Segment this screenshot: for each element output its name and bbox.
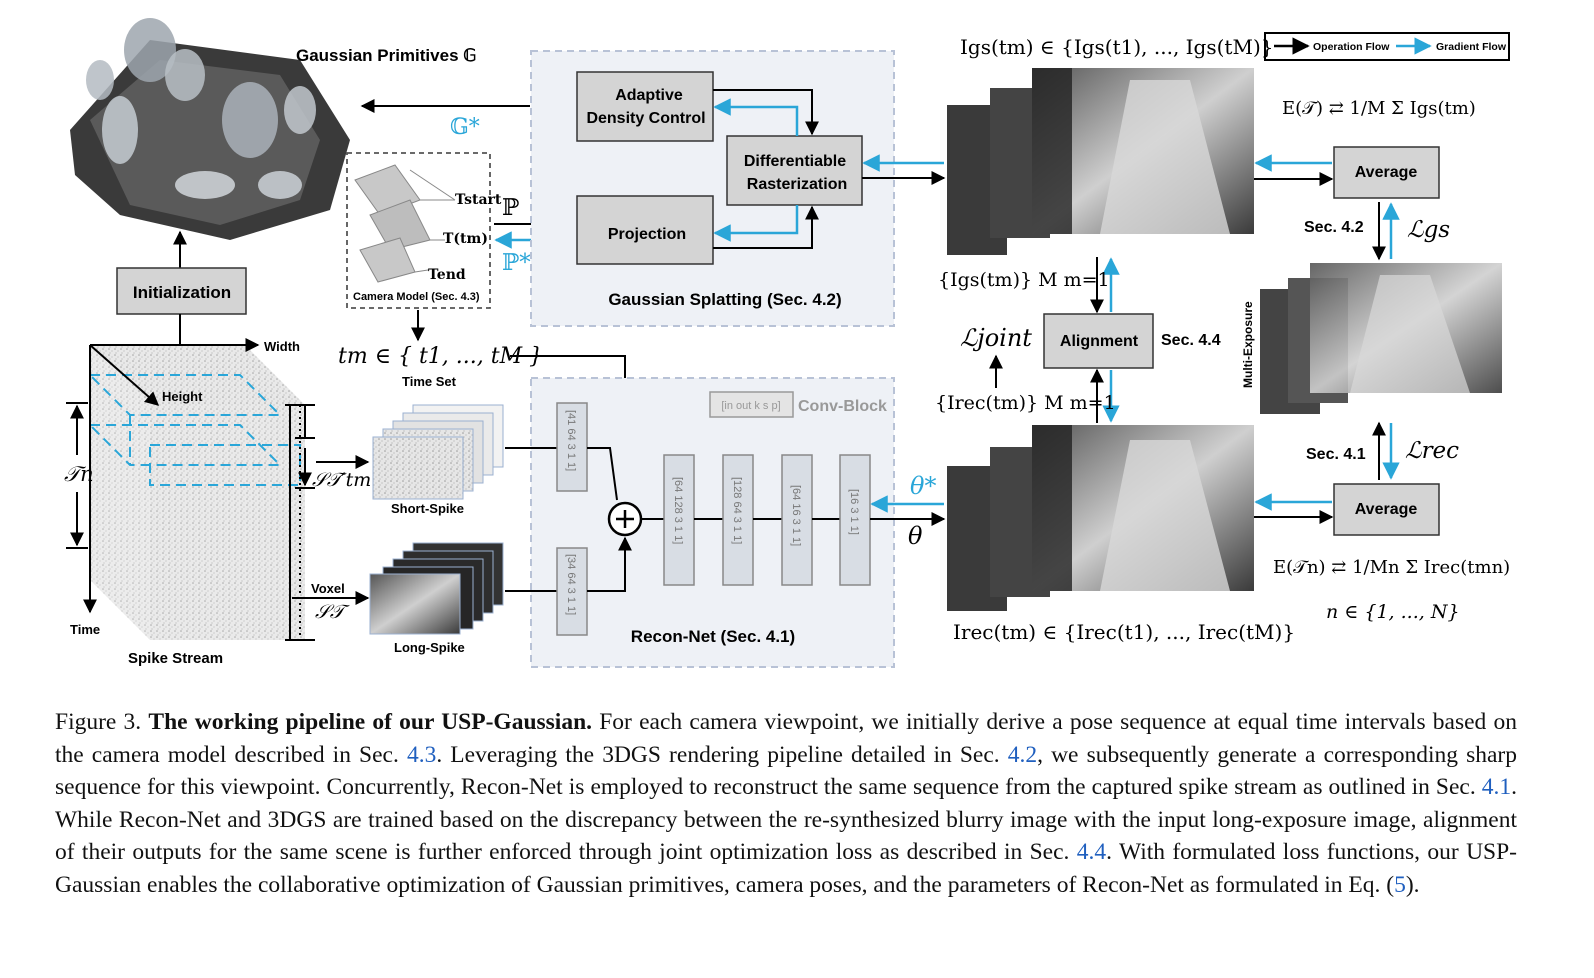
caption-text-1: For each camera viewpoint, we initially … bbox=[55, 709, 1518, 768]
l-joint-label: ℒjoint bbox=[960, 324, 1032, 352]
average-bottom-label: Average bbox=[1355, 501, 1418, 518]
camera-model-box bbox=[346, 152, 491, 309]
multi-exposure-label: Multi-Exposure bbox=[1241, 301, 1255, 388]
conv-block-4-label: [16 3 1 1] bbox=[848, 489, 860, 535]
g-star-label: 𝔾* bbox=[450, 115, 480, 140]
rec-image-stack bbox=[947, 425, 1254, 611]
caption-ref-sec-4-3[interactable]: 4.3 bbox=[406, 741, 437, 768]
theta-label: θ bbox=[908, 522, 923, 550]
caption-text-4: . While Recon-Net and 3DGS are trained b… bbox=[55, 774, 1517, 865]
sec41-label: Sec. 4.1 bbox=[1306, 446, 1366, 463]
igs-sequence: Igs(tm) ∈ {Igs(t1), ..., Igs(tM)} bbox=[960, 35, 1273, 59]
adaptive-line-1: Adaptive bbox=[615, 87, 683, 104]
caption-text-6: ). bbox=[1405, 871, 1420, 898]
n-range-label: n ∈ {1, ..., N} bbox=[1326, 601, 1460, 623]
caption-title: The working pipeline of our USP-Gaussian… bbox=[148, 709, 593, 735]
width-label: Width bbox=[264, 339, 300, 354]
l-gs-label: ℒgs bbox=[1407, 217, 1450, 243]
caption-ref-sec-4-2[interactable]: 4.2 bbox=[1007, 741, 1038, 768]
differentiable-rasterization-block bbox=[726, 135, 863, 206]
p-label: ℙ bbox=[502, 195, 519, 221]
camera-model-caption: Camera Model (Sec. 4.3) bbox=[353, 291, 480, 303]
projection-label: Projection bbox=[608, 226, 686, 243]
time-set-label: Time Set bbox=[402, 374, 457, 389]
conv-legend-box bbox=[709, 391, 794, 418]
short-spike-stack bbox=[372, 404, 504, 500]
p-star-label: ℙ* bbox=[502, 250, 531, 276]
sec44-label: Sec. 4.4 bbox=[1161, 332, 1221, 349]
caption-text-5: . With formulated loss functions, our US… bbox=[55, 839, 1518, 898]
t-m-label: T(tm) bbox=[443, 231, 488, 247]
legend-gradient-flow: Gradient Flow bbox=[1436, 41, 1507, 53]
spike-stream-cube bbox=[87, 345, 305, 640]
s-tau-label: 𝒮𝒯 bbox=[315, 601, 350, 623]
legend: Operation Flow Gradient Flow bbox=[1264, 32, 1510, 61]
average-top-label: Average bbox=[1355, 164, 1418, 181]
conv-block-2 bbox=[722, 454, 754, 586]
caption-text-2: . Leveraging the 3DGS rendering pipeline… bbox=[436, 741, 1000, 768]
caption-ref-sec-4-1[interactable]: 4.1 bbox=[1481, 774, 1512, 800]
adaptive-line-2: Density Control bbox=[586, 110, 705, 127]
time-set-expression: tm ∈ { t1, ..., tM } bbox=[338, 344, 543, 369]
camera-pose-frustums bbox=[354, 164, 456, 283]
gaussian-primitives-label: Gaussian Primitives 𝔾 bbox=[296, 46, 476, 65]
time-label: Time bbox=[70, 622, 100, 637]
conv-block-4 bbox=[839, 454, 871, 586]
figure-caption: Figure 3. The working pipeline of our US… bbox=[55, 706, 1517, 901]
conv-block-2-label: [128 64 3 1 1] bbox=[731, 477, 743, 544]
legend-operation-flow: Operation Flow bbox=[1313, 41, 1390, 53]
conv-legend-label: [in out k s p] bbox=[721, 400, 780, 412]
alignment-label: Alignment bbox=[1060, 333, 1139, 350]
gs-image-stack bbox=[947, 68, 1254, 255]
igs-set-label: {Igs(tm)} M m=1 bbox=[938, 269, 1110, 291]
t-start-label: Tstart bbox=[455, 192, 502, 208]
spike-stream-label: Spike Stream bbox=[128, 650, 223, 667]
s-short-label: 𝒮𝒯′tm bbox=[312, 469, 371, 491]
conv-block-3 bbox=[781, 454, 813, 586]
conv-in-long bbox=[556, 547, 588, 636]
conv-block-1 bbox=[663, 454, 695, 586]
caption-text-3: , we subsequently generate a correspondi… bbox=[55, 741, 1517, 801]
gaussian-scene-image bbox=[70, 18, 350, 240]
t-end-label: Tend bbox=[428, 267, 466, 283]
caption-ref-eq-5[interactable]: 5 bbox=[1394, 871, 1406, 898]
conv-in-short-label: [41 64 3 1 1] bbox=[565, 410, 577, 471]
short-spike-label: Short-Spike bbox=[391, 501, 464, 516]
irec-sequence: Irec(tm) ∈ {Irec(t1), ..., Irec(tM)} bbox=[953, 620, 1295, 644]
height-label: Height bbox=[162, 389, 203, 404]
initialization-block bbox=[116, 267, 247, 315]
sec42-label: Sec. 4.2 bbox=[1304, 219, 1364, 236]
rasterization-line-2: Rasterization bbox=[747, 176, 847, 193]
e-tau-n-formula: E(𝒯n) ⇄ 1/Mn Σ Irec(tmn) bbox=[1273, 557, 1510, 578]
tau-n-label: 𝒯n bbox=[64, 462, 94, 486]
caption-ref-sec-4-4[interactable]: 4.4 bbox=[1076, 839, 1107, 865]
e-tau-formula: E(𝒯) ⇄ 1/M Σ Igs(tm) bbox=[1282, 98, 1476, 119]
caption-label: Figure 3. bbox=[55, 709, 142, 735]
gaussian-splatting-title: Gaussian Splatting (Sec. 4.2) bbox=[608, 290, 841, 309]
recon-net-title: Recon-Net (Sec. 4.1) bbox=[631, 627, 795, 646]
multi-exposure-stack bbox=[1260, 263, 1502, 414]
average-block-bottom bbox=[1333, 483, 1440, 536]
l-rec-label: ℒrec bbox=[1405, 438, 1459, 464]
pipeline-figure: Operation Flow Gradient Flow Gaussian Pr… bbox=[64, 18, 1510, 668]
irec-set-label: {Irec(tm)} M m=1 bbox=[935, 392, 1116, 414]
rasterization-line-1: Differentiable bbox=[744, 153, 846, 170]
theta-star-label: θ* bbox=[910, 472, 936, 500]
recon-net-panel bbox=[530, 377, 895, 668]
conv-block-3-label: [64 16 3 1 1] bbox=[790, 485, 802, 546]
conv-in-long-label: [34 64 3 1 1] bbox=[565, 554, 577, 615]
voxel-label: Voxel bbox=[311, 581, 345, 596]
recon-conv-chain: [64 128 3 1 1] [128 64 3 1 1] [64 16 3 1… bbox=[663, 454, 871, 586]
projection-block bbox=[576, 195, 714, 265]
alignment-block bbox=[1043, 313, 1154, 369]
conv-block-1-label: [64 128 3 1 1] bbox=[672, 477, 684, 544]
average-block-top bbox=[1333, 146, 1440, 199]
adaptive-density-control-block bbox=[576, 71, 714, 142]
initialization-label: Initialization bbox=[133, 283, 231, 302]
long-spike-label: Long-Spike bbox=[394, 640, 465, 655]
conv-block-label: Conv-Block bbox=[798, 398, 887, 415]
long-spike-stack bbox=[369, 542, 504, 635]
